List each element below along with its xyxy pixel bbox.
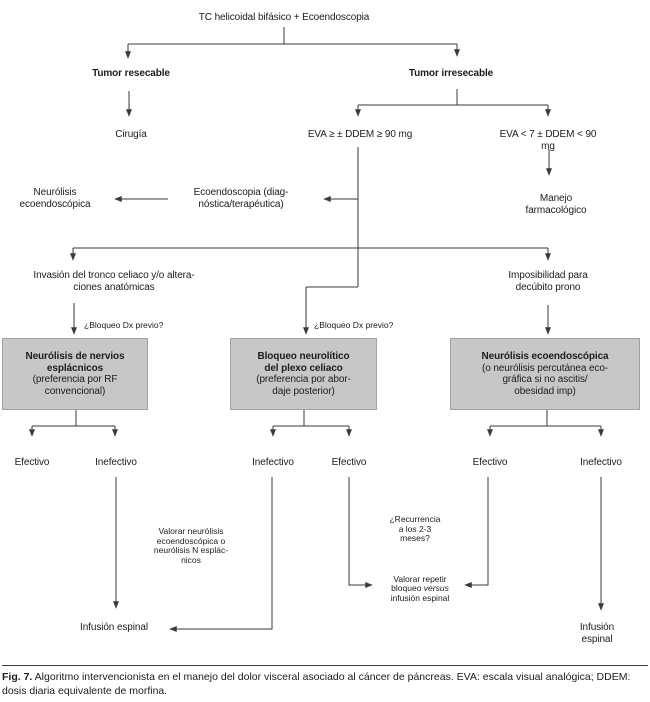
note-recurrencia: ¿Recurrencia a los 2-3 meses?	[389, 514, 441, 544]
box-neurolisis-esplacnicos-detalle: (preferencia por RF convencional)	[32, 374, 118, 397]
label-bloqueo-dx-previo-centro: ¿Bloqueo Dx previo?	[314, 320, 394, 330]
node-tc-helicoidal: TC helicoidal bifásico + Ecoendoscopia	[198, 12, 370, 23]
box-bloqueo-plexo-celiaco-detalle: (preferencia por abor- daje posterior)	[256, 374, 351, 397]
box-neurolisis-esplacnicos-titulo: Neurólisis de nervios esplácnicos	[25, 351, 125, 374]
node-neurolisis-ecoendoscopica: Neurólisis ecoendoscópica	[19, 187, 91, 210]
label-bloqueo-dx-previo-izq: ¿Bloqueo Dx previo?	[84, 320, 164, 330]
outcome-efectivo-izq: Efectivo	[14, 457, 50, 468]
note-valorar-neurolisis: Valorar neurólisis ecoendoscópica o neur…	[153, 526, 229, 565]
outcome-inefectivo-centro: Inefectivo	[252, 457, 294, 468]
box-neurolisis-esplacnicos: Neurólisis de nervios esplácnicos (prefe…	[2, 338, 148, 410]
outcome-inefectivo-izq: Inefectivo	[95, 457, 137, 468]
figure-caption-label: Fig. 7.	[2, 671, 33, 683]
note-valorar-repetir-pre: Valorar repetir bloqueo	[391, 573, 447, 594]
outcome-efectivo-centro: Efectivo	[331, 457, 367, 468]
box-bloqueo-plexo-celiaco-titulo: Bloqueo neurolítico del plexo celiaco	[257, 351, 350, 374]
node-cirugia: Cirugía	[115, 129, 147, 140]
note-valorar-repetir-post: infusión espinal	[390, 592, 450, 603]
note-valorar-repetir: Valorar repetir bloqueo versus infusión …	[391, 565, 450, 603]
outcome-efectivo-der: Efectivo	[472, 457, 508, 468]
node-ecoendoscopia: Ecoendoscopia (diag- nóstica/terapéutica…	[193, 187, 289, 210]
node-manejo-farmacologico: Manejo farmacológico	[525, 193, 587, 216]
node-invasion-tronco: Invasión del tronco celiaco y/o altera- …	[33, 270, 195, 293]
node-imposibilidad-decubito: Imposibilidad para decúbito prono	[508, 270, 588, 293]
figure-caption: Fig. 7. Algoritmo intervencionista en el…	[2, 665, 648, 698]
node-infusion-espinal-izq: Infusión espinal	[80, 622, 148, 633]
node-eva-baja: EVA < 7 ± DDEM < 90 mg	[499, 129, 597, 152]
node-tumor-irresecable: Tumor irresecable	[408, 68, 494, 79]
figure-caption-text: Algoritmo intervencionista en el manejo …	[2, 671, 631, 697]
box-bloqueo-plexo-celiaco: Bloqueo neurolítico del plexo celiaco (p…	[230, 338, 377, 410]
outcome-inefectivo-der: Inefectivo	[580, 457, 622, 468]
node-tumor-resecable: Tumor resecable	[92, 68, 170, 79]
note-valorar-repetir-versus: versus	[423, 583, 449, 594]
node-eva-alta: EVA ≥ ± DDEM ≥ 90 mg	[307, 129, 413, 140]
box-neurolisis-ecoendoscopica-titulo: Neurólisis ecoendoscópica	[481, 351, 609, 362]
node-infusion-espinal-der: Infusión espinal	[579, 622, 615, 645]
box-neurolisis-ecoendoscopica: Neurólisis ecoendoscópica (o neurólisis …	[450, 338, 640, 410]
box-neurolisis-ecoendoscopica-detalle: (o neurólisis percutánea eco- gráfica si…	[481, 362, 609, 397]
